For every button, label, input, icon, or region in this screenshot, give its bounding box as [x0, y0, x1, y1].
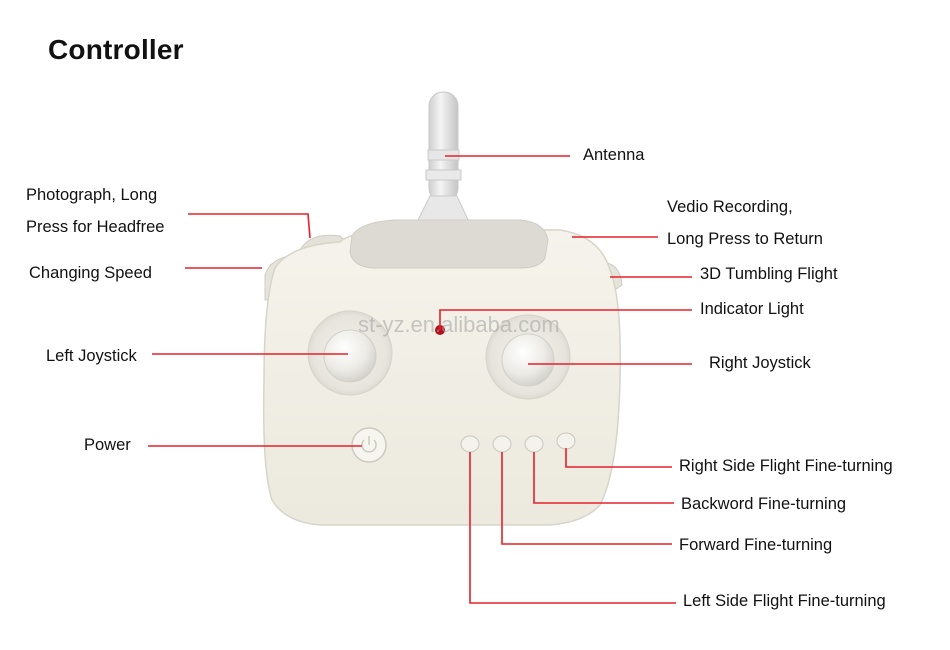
- trim-buttons: [460, 432, 576, 453]
- label-right-joystick: Right Joystick: [709, 354, 811, 372]
- label-antenna: Antenna: [583, 146, 645, 164]
- label-video-line1: Vedio Recording,: [667, 198, 793, 216]
- label-indicator: Indicator Light: [700, 300, 804, 318]
- label-tumbling: 3D Tumbling Flight: [700, 265, 838, 283]
- left-joystick: [307, 310, 393, 396]
- antenna: [415, 91, 471, 225]
- callout-lines: [148, 155, 692, 604]
- trim-left-side: [460, 435, 480, 453]
- trim-forward: [492, 435, 512, 453]
- label-video-line2: Long Press to Return: [667, 230, 823, 248]
- right-joystick: [485, 314, 571, 400]
- label-left-side: Left Side Flight Fine-turning: [683, 592, 886, 610]
- label-forward: Forward Fine-turning: [679, 536, 833, 554]
- label-power: Power: [84, 436, 131, 454]
- label-photograph-line1: Photograph, Long: [26, 186, 158, 204]
- label-changing-speed: Changing Speed: [29, 264, 152, 282]
- watermark: st-yz.en.alibaba.com: [358, 312, 560, 337]
- label-left-joystick: Left Joystick: [46, 347, 137, 365]
- label-right-side: Right Side Flight Fine-turning: [679, 457, 893, 475]
- trim-right-side: [556, 432, 576, 450]
- page-title: Controller: [48, 34, 184, 65]
- label-backword: Backword Fine-turning: [681, 495, 847, 513]
- power-button: [351, 427, 387, 463]
- trim-backword: [524, 435, 544, 453]
- label-photograph-line2: Press for Headfree: [26, 218, 165, 236]
